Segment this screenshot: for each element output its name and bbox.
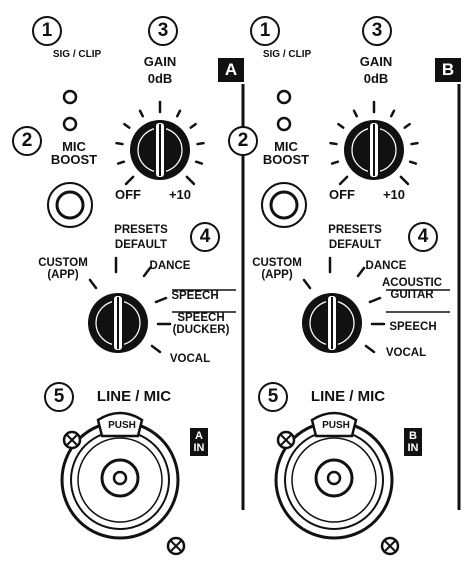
push-label: PUSH — [322, 420, 350, 431]
callout-1: 1 — [32, 16, 62, 46]
gain-tick — [138, 109, 144, 118]
callout-4: 4 — [408, 222, 438, 252]
input-badge: A IN — [190, 428, 208, 456]
channel-badge: B — [435, 58, 461, 82]
callout-3: 3 — [362, 16, 392, 46]
callout-2: 2 — [228, 126, 258, 156]
gain-tick — [185, 175, 196, 186]
callout-5: 5 — [44, 382, 74, 412]
gain-tick — [196, 141, 205, 146]
preset-detent-mark — [356, 266, 366, 278]
gain-tick — [329, 141, 338, 146]
preset-default: DEFAULT — [114, 239, 168, 251]
callout-3: 3 — [148, 16, 178, 46]
presets-title: PRESETS — [328, 224, 382, 236]
gain-tick — [115, 141, 124, 146]
gain-tick — [194, 160, 204, 165]
gain-tick — [403, 122, 411, 129]
preset-detent-mark — [368, 296, 382, 304]
gain-plus10-label: +10 — [382, 187, 406, 202]
preset-dance: DANCE — [365, 260, 407, 272]
mounting-screw-slot — [384, 540, 396, 552]
preset-dance: DANCE — [149, 260, 191, 272]
sig-clip-label: SIG / CLIP — [52, 49, 102, 60]
gain-tick — [189, 122, 197, 129]
gain-0db-label: 0dB — [147, 71, 173, 86]
preset-default: DEFAULT — [328, 239, 382, 251]
callout-2: 2 — [12, 126, 42, 156]
gain-tick — [116, 160, 126, 165]
gain-tick — [338, 175, 349, 186]
channel-badge: A — [218, 58, 244, 82]
preset-detent-mark — [302, 278, 312, 290]
line-mic-label: LINE / MIC — [96, 388, 172, 405]
mic-boost-led — [276, 116, 292, 132]
preset-speech-ducker: SPEECH (DUCKER) — [172, 312, 230, 336]
mounting-screw-slot — [280, 434, 292, 446]
gain-tick — [352, 109, 358, 118]
preset-acoustic-guitar: ACOUSTIC GUITAR — [381, 277, 443, 301]
preset-vocal: VOCAL — [385, 347, 427, 359]
preset-detent-mark — [150, 344, 162, 354]
preset-speech: SPEECH — [171, 290, 219, 302]
preset-vocal: VOCAL — [169, 353, 211, 365]
gain-label: GAIN — [143, 54, 177, 69]
preset-detent-mark — [154, 296, 168, 304]
callout-1: 1 — [250, 16, 280, 46]
line-mic-label: LINE / MIC — [310, 388, 386, 405]
gain-off-label: OFF — [115, 187, 141, 202]
channel-a-art — [47, 89, 236, 556]
mic-boost-label: MIC BOOST — [50, 139, 98, 167]
sig-clip-led — [276, 89, 292, 105]
preset-detent-mark — [88, 278, 98, 290]
callout-5: 5 — [258, 382, 288, 412]
mounting-screw-slot — [170, 540, 182, 552]
preset-detent-mark — [142, 266, 152, 278]
push-label: PUSH — [108, 420, 136, 431]
sig-clip-led — [62, 89, 78, 105]
presets-title: PRESETS — [114, 224, 168, 236]
gain-tick — [399, 175, 410, 186]
callout-4: 4 — [190, 222, 220, 252]
sig-clip-label: SIG / CLIP — [262, 49, 312, 60]
jack-center-hole — [112, 470, 128, 486]
gain-tick — [124, 175, 135, 186]
gain-tick — [390, 109, 396, 118]
preset-detent-mark — [364, 344, 376, 354]
gain-plus10-label: +10 — [168, 187, 192, 202]
gain-0db-label: 0dB — [363, 71, 389, 86]
mounting-screw-slot — [66, 434, 78, 446]
preset-speech: SPEECH — [389, 321, 437, 333]
channel-b-art — [261, 89, 450, 556]
gain-tick — [337, 122, 345, 129]
gain-tick — [176, 109, 182, 118]
gain-off-label: OFF — [329, 187, 355, 202]
mic-boost-led — [62, 116, 78, 132]
preset-custom-app: CUSTOM (APP) — [38, 257, 88, 281]
input-badge: B IN — [404, 428, 422, 456]
gain-tick — [123, 122, 131, 129]
push-latch — [96, 411, 144, 438]
mic-boost-button — [269, 190, 299, 220]
gain-tick — [408, 160, 418, 165]
preset-custom-app: CUSTOM (APP) — [252, 257, 302, 281]
jack-center-hole — [326, 470, 342, 486]
push-latch — [310, 411, 358, 438]
gain-label: GAIN — [359, 54, 393, 69]
gain-tick — [330, 160, 340, 165]
gain-tick — [410, 141, 419, 146]
mic-boost-label: MIC BOOST — [262, 139, 310, 167]
mic-boost-button — [55, 190, 85, 220]
